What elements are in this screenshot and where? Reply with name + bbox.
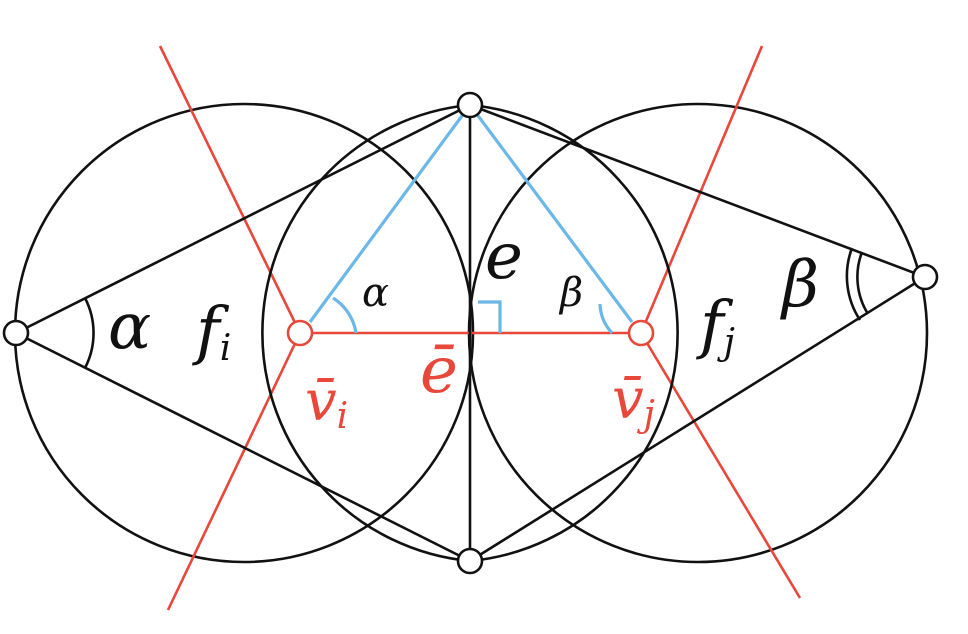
voronoi-ray-right-upper <box>639 45 764 334</box>
label-beta-right: β <box>780 248 819 322</box>
vertex-right <box>911 263 939 291</box>
right-angle-marker <box>478 300 502 333</box>
angle-arc-beta-inner <box>598 303 614 335</box>
angle-arc-alpha-left <box>83 297 95 369</box>
dual-vertex-j <box>627 319 655 347</box>
label-v-i-sub: i <box>337 396 349 437</box>
inner-arc-right <box>469 103 679 563</box>
label-e-bar: ē <box>420 334 458 408</box>
label-f-j: fj <box>696 288 735 363</box>
label-v-j-main: v̄ <box>612 367 644 432</box>
label-v-i: v̄i <box>305 369 348 437</box>
angle-arc-alpha-inner <box>332 296 358 334</box>
angle-arc-beta-right-outer <box>856 251 870 315</box>
blue-segment-right <box>468 104 634 323</box>
voronoi-ray-right-lower <box>639 332 802 599</box>
label-f-i-sub: i <box>220 328 232 369</box>
dual-vertex-i <box>286 319 314 347</box>
blue-segment-left <box>308 104 472 323</box>
label-alpha-left: α <box>108 290 151 364</box>
label-v-j: v̄j <box>612 367 655 435</box>
vertex-bottom <box>456 547 484 575</box>
voronoi-ray-left-lower <box>166 332 302 611</box>
label-v-i-main: v̄ <box>305 369 337 434</box>
triangle-right <box>469 103 926 563</box>
voronoi-ray-left-upper <box>158 45 302 334</box>
triangle-left <box>15 103 471 563</box>
vertex-top <box>456 91 484 119</box>
inner-arc-left <box>261 103 471 563</box>
label-alpha-inner: α <box>362 270 389 316</box>
angle-arc-beta-right-inner <box>845 247 862 321</box>
label-e: e <box>485 220 523 294</box>
label-f-i: fi <box>192 294 231 369</box>
label-beta-inner: β <box>558 270 583 316</box>
vertex-left <box>2 319 30 347</box>
